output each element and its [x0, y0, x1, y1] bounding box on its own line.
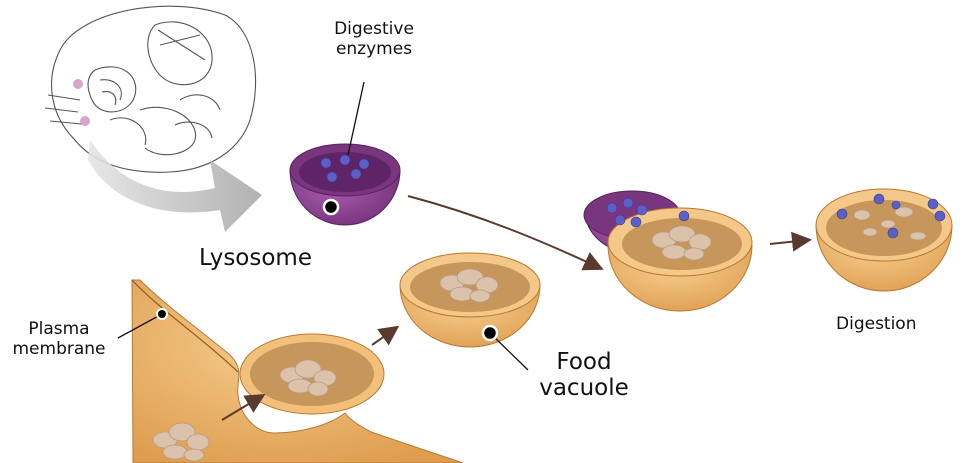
food-vacuole-label: Food vacuole — [539, 349, 629, 402]
food-particle-cluster — [152, 422, 210, 462]
food-vacuole — [399, 252, 541, 348]
to-digestion-arrow — [769, 231, 812, 252]
food-vacuole-pointer-dot — [481, 324, 499, 342]
to-vacuole-arrow — [371, 325, 400, 346]
digestive-enzymes-label: Digestive enzymes — [334, 19, 414, 59]
cell-vesicle-dot — [80, 116, 90, 126]
lysosome-label: Lysosome — [199, 245, 312, 271]
food-particle-cluster — [279, 359, 337, 397]
uptake-arrow — [221, 393, 266, 421]
food-vacuole-leader-line — [489, 332, 529, 371]
plasma-membrane-edge — [131, 279, 239, 373]
digestion-vesicle — [815, 188, 953, 292]
plasma-membrane-leader-line — [117, 313, 163, 339]
process-arrow-icon — [88, 140, 262, 232]
lysosome-pointer-dot — [322, 198, 340, 216]
fusion-vesicle — [583, 190, 753, 312]
plasma-membrane-label: Plasma membrane — [12, 319, 106, 359]
lysosome-fusion-arrow — [407, 195, 604, 271]
cell-vesicle-dot — [73, 79, 83, 89]
plasma-membrane-shape — [131, 279, 464, 463]
digestion-label: Digestion — [836, 314, 917, 334]
plasma-membrane-pointer-dot — [156, 308, 168, 320]
cell-outline-icon — [44, 5, 257, 173]
enzymes-leader-line — [347, 81, 365, 156]
lysosome — [289, 143, 401, 226]
